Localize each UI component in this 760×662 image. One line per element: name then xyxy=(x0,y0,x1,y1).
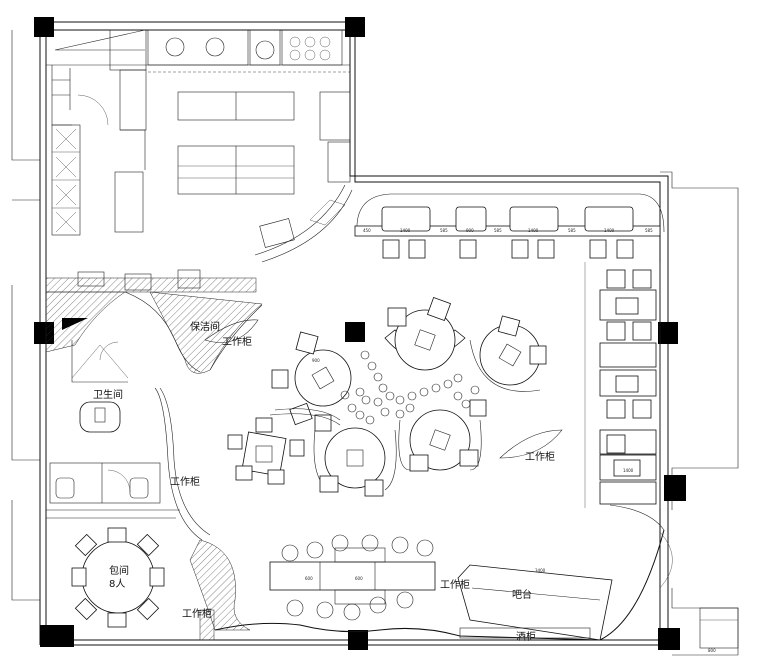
svg-text:600: 600 xyxy=(355,576,363,581)
label-work-cabinet: 工作柜 xyxy=(440,578,470,591)
column xyxy=(34,17,54,37)
column xyxy=(664,475,686,501)
column xyxy=(40,625,74,647)
svg-text:585: 585 xyxy=(645,228,653,233)
misc-details: 800 900 xyxy=(204,319,739,653)
structural-columns xyxy=(34,17,686,650)
kitchen-area xyxy=(46,29,353,263)
svg-text:600: 600 xyxy=(305,576,313,581)
column xyxy=(658,628,680,650)
svg-text:1400: 1400 xyxy=(623,468,634,473)
label-work-cabinet: 工作柜 xyxy=(170,475,200,488)
booth-table xyxy=(381,206,431,232)
svg-text:3400: 3400 xyxy=(535,568,546,573)
column xyxy=(658,322,678,344)
round-table-8 xyxy=(81,540,155,614)
bar-counter-zone: 600 600 3400 xyxy=(214,504,665,641)
booth-table xyxy=(455,206,487,232)
booth-row-top: 450 1400 585 900 585 1400 585 1400 585 xyxy=(354,193,665,259)
booth-table xyxy=(509,206,559,232)
label-work-cabinet: 工作柜 xyxy=(222,335,252,348)
label-cleaning-room: 保洁间 xyxy=(190,320,220,333)
svg-text:1400: 1400 xyxy=(604,228,615,233)
svg-text:585: 585 xyxy=(568,228,576,233)
round-table xyxy=(294,349,352,407)
stool-cluster xyxy=(340,350,480,425)
label-bar: 吧台 xyxy=(512,588,532,601)
booth-table xyxy=(584,206,634,232)
svg-text:585: 585 xyxy=(440,228,448,233)
svg-text:1400: 1400 xyxy=(528,228,539,233)
column xyxy=(348,630,368,650)
label-wine-cabinet: 酒柜 xyxy=(516,630,536,643)
svg-text:450: 450 xyxy=(363,228,371,233)
round-table xyxy=(394,309,456,371)
svg-text:900: 900 xyxy=(466,228,474,233)
room-labels: 保洁间 工作柜 卫生间 工作柜 工作柜 包间 8人 工作柜 工作柜 吧台 酒柜 xyxy=(93,320,555,643)
column xyxy=(345,17,365,37)
column xyxy=(345,322,365,342)
central-dining xyxy=(227,296,547,497)
square-table xyxy=(241,431,287,477)
label-work-cabinet: 工作柜 xyxy=(525,450,555,463)
restroom-cleaning-zone xyxy=(45,269,263,541)
round-table xyxy=(324,427,386,489)
private-room xyxy=(46,509,251,641)
label-private-room: 包间 xyxy=(109,564,129,577)
booth-column-right: 1400 xyxy=(584,262,661,508)
svg-text:900: 900 xyxy=(312,358,320,363)
label-private-room-capacity: 8人 xyxy=(109,578,125,590)
svg-text:800: 800 xyxy=(708,648,716,653)
label-work-cabinet: 工作柜 xyxy=(182,607,212,620)
svg-text:585: 585 xyxy=(494,228,502,233)
label-restroom: 卫生间 xyxy=(93,388,123,401)
svg-text:1400: 1400 xyxy=(400,228,411,233)
